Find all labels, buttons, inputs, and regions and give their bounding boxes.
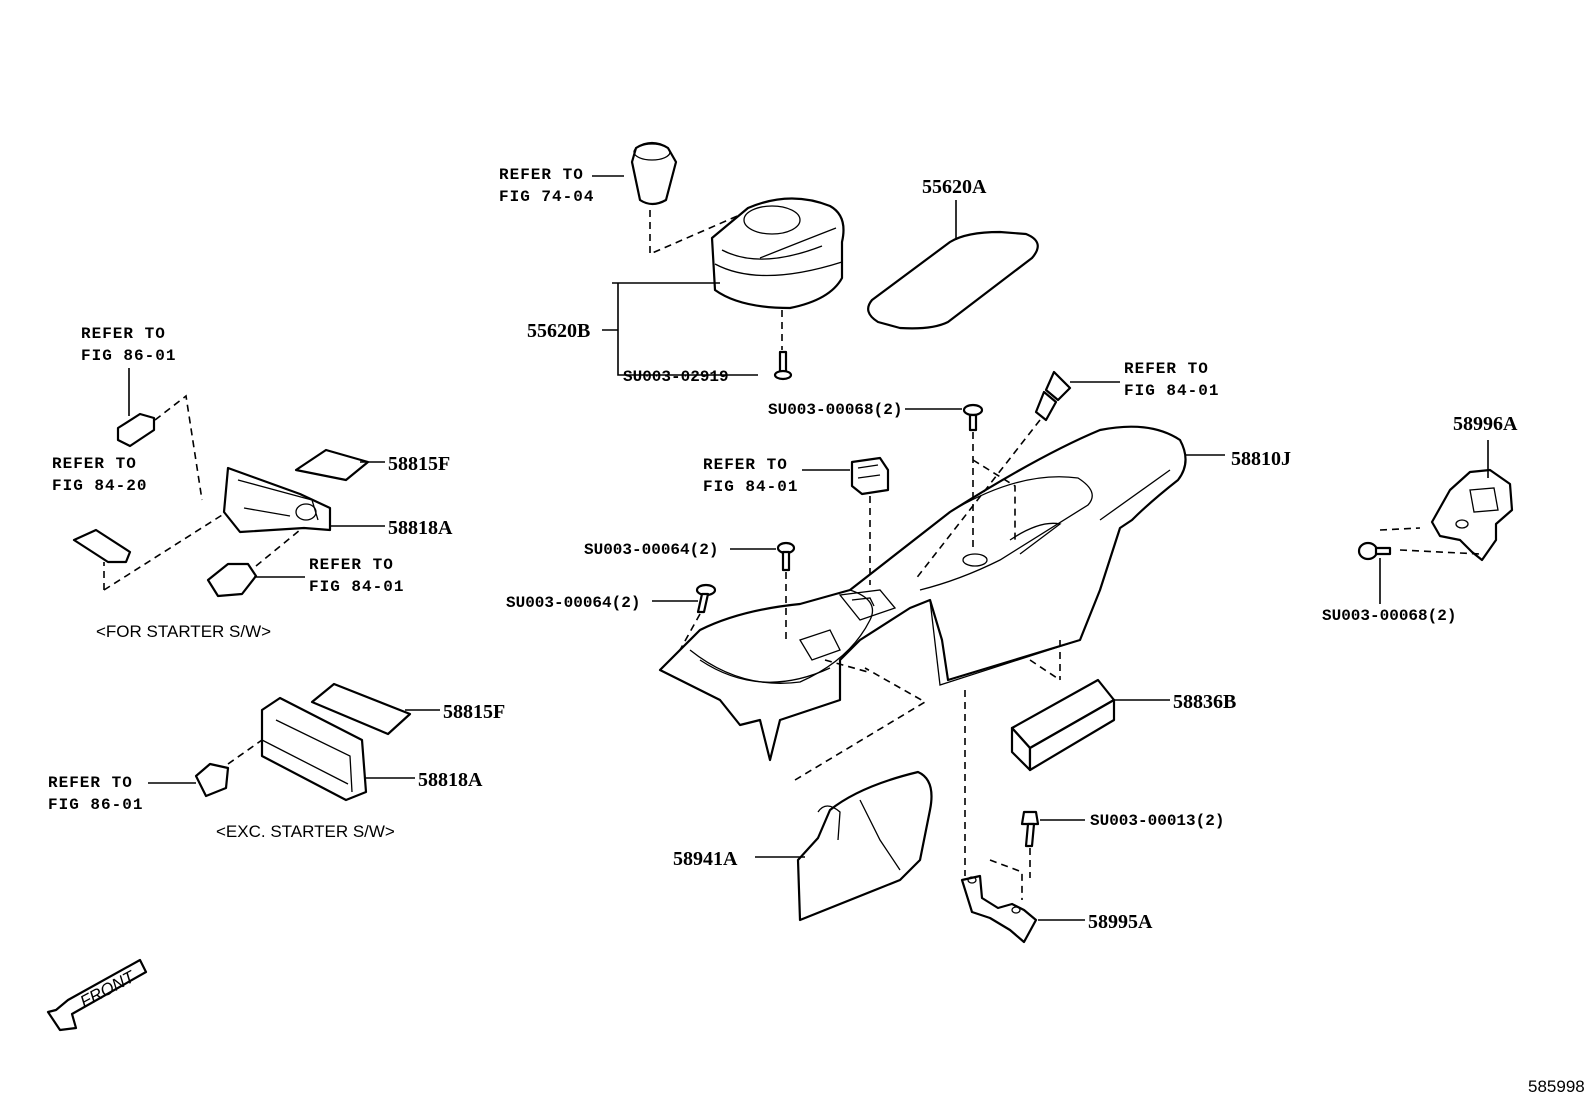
part-58815F-bottom: 58815F bbox=[443, 701, 505, 723]
ref-fig-86-01-bottom-line2: FIG 86-01 bbox=[48, 796, 143, 814]
screw-su003-00068-center bbox=[962, 403, 984, 432]
part-58815F-top: 58815F bbox=[388, 453, 450, 475]
fastener-su003-00013: SU003-00013(2) bbox=[1090, 812, 1224, 830]
part-58818A-top: 58818A bbox=[388, 517, 453, 539]
ref-fig-84-01-center-line2: FIG 84-01 bbox=[703, 478, 798, 496]
bezel-58818A-top bbox=[222, 466, 332, 534]
part-55620A: 55620A bbox=[922, 176, 987, 198]
bracket-58996A bbox=[1430, 468, 1514, 562]
console-side-panel bbox=[929, 599, 1081, 686]
fastener-su003-00068-center: SU003-00068(2) bbox=[768, 401, 902, 419]
screw-su003-00064-b bbox=[695, 583, 717, 614]
bracket-58995A bbox=[960, 874, 1038, 944]
ref-fig-84-01-center-line1: REFER TO bbox=[703, 456, 788, 474]
starter-button bbox=[206, 562, 258, 598]
fastener-su003-02919: SU003-02919 bbox=[623, 368, 729, 386]
screw-su003-00064-a bbox=[776, 541, 796, 572]
diagram-id: 585998 bbox=[1528, 1077, 1585, 1096]
mat-58815F-top bbox=[294, 448, 370, 482]
console-box-58810J bbox=[658, 425, 1187, 762]
note-for-starter: <FOR STARTER S/W> bbox=[96, 622, 271, 641]
screw-su003-00068-right bbox=[1357, 541, 1392, 561]
ref-fig-84-01-top-right-line1: REFER TO bbox=[1124, 360, 1209, 378]
ref-fig-84-20-line2: FIG 84-20 bbox=[52, 477, 147, 495]
ref-fig-84-01-left-line1: REFER TO bbox=[309, 556, 394, 574]
bolt-su003-00013 bbox=[1020, 810, 1040, 848]
shift-boot-58941A bbox=[796, 770, 933, 922]
mat-55620A bbox=[867, 230, 1039, 330]
gear-knob bbox=[630, 141, 678, 206]
pad-58836B bbox=[1010, 678, 1116, 772]
part-58995A: 58995A bbox=[1088, 911, 1153, 933]
part-58941A: 58941A bbox=[673, 848, 738, 870]
switch-plug bbox=[72, 528, 132, 564]
front-arrow-icon bbox=[46, 958, 148, 1032]
fastener-su003-00068-right: SU003-00068(2) bbox=[1322, 607, 1456, 625]
part-58810J: 58810J bbox=[1231, 448, 1291, 470]
part-58996A: 58996A bbox=[1453, 413, 1518, 435]
front-label: FRONT bbox=[77, 967, 139, 1012]
connector-top-left bbox=[116, 412, 156, 448]
mat-58815F-bottom bbox=[310, 682, 412, 736]
note-exc-starter: <EXC. STARTER S/W> bbox=[216, 822, 395, 841]
part-58818A-bottom: 58818A bbox=[418, 769, 483, 791]
part-55620B: 55620B bbox=[527, 320, 590, 342]
harness-connector bbox=[1034, 370, 1072, 422]
ref-fig-86-01-top-line1: REFER TO bbox=[81, 325, 166, 343]
ref-fig-86-01-bottom-line1: REFER TO bbox=[48, 774, 133, 792]
screw-su003-02919 bbox=[773, 350, 793, 381]
fastener-su003-00064-a: SU003-00064(2) bbox=[584, 541, 718, 559]
ref-fig-74-04-line1: REFER TO bbox=[499, 166, 584, 184]
fastener-su003-00064-b: SU003-00064(2) bbox=[506, 594, 640, 612]
plug-bottom bbox=[194, 762, 230, 798]
part-58836B: 58836B bbox=[1173, 691, 1236, 713]
ref-fig-86-01-top-line2: FIG 86-01 bbox=[81, 347, 176, 365]
switch-module bbox=[850, 456, 890, 496]
cup-holder-55620B bbox=[710, 197, 845, 310]
ref-fig-84-20-line1: REFER TO bbox=[52, 455, 137, 473]
ref-fig-84-01-top-right-line2: FIG 84-01 bbox=[1124, 382, 1219, 400]
bezel-58818A-bottom bbox=[260, 696, 368, 802]
ref-fig-74-04-line2: FIG 74-04 bbox=[499, 188, 594, 206]
ref-fig-84-01-left-line2: FIG 84-01 bbox=[309, 578, 404, 596]
